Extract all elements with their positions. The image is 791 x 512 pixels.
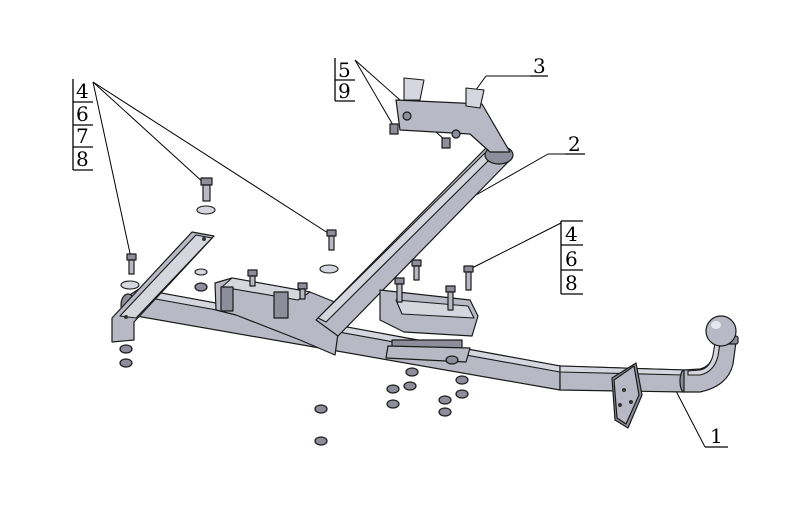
nut (314, 404, 328, 414)
bolt (297, 282, 308, 300)
washer (194, 268, 208, 276)
bolt (463, 265, 474, 291)
callout-label-1: 1 (710, 424, 723, 448)
washer (319, 264, 339, 274)
callout-label-4: 4 (76, 79, 89, 103)
nut (386, 399, 400, 409)
callout-label-5: 5 (338, 58, 351, 82)
callout-label-4-right: 4 (565, 222, 578, 246)
bolts (126, 177, 474, 311)
bolt (326, 229, 337, 251)
callout-label-9: 9 (338, 79, 351, 103)
nut (194, 282, 208, 292)
callout-right-stack: 4 6 8 (560, 220, 583, 295)
callout-top-stack: 5 9 (334, 58, 355, 103)
bolt (247, 269, 258, 287)
bolt (126, 253, 137, 275)
callout-left-stack: 4 6 7 8 (72, 79, 93, 171)
bolt (394, 277, 405, 303)
left-side-bracket (111, 231, 215, 343)
bolt (200, 177, 213, 202)
washer (120, 280, 140, 290)
nut (438, 395, 452, 405)
tow-hook (683, 315, 739, 393)
nut (438, 407, 452, 417)
nut (119, 344, 133, 354)
nut (445, 355, 459, 365)
callout-label-2: 2 (568, 132, 581, 156)
callout-label-8-right: 8 (565, 271, 578, 295)
callout-part-2: 2 (565, 132, 585, 156)
callout-label-6: 6 (76, 102, 89, 126)
nuts (119, 282, 469, 446)
callout-label-6-right: 6 (565, 247, 578, 271)
nut (455, 375, 469, 385)
center-left-bracket (214, 277, 343, 356)
nut (405, 367, 419, 377)
socket-plate (611, 362, 643, 429)
callout-label-7: 7 (76, 124, 89, 148)
nut (403, 381, 417, 391)
center-right-bracket (379, 289, 479, 363)
nut (386, 384, 400, 394)
tow-ball (705, 315, 737, 347)
callout-part-1: 1 (705, 424, 728, 448)
diagonal-arm (315, 145, 514, 337)
washer (196, 205, 216, 215)
bolt (445, 285, 456, 311)
washers (120, 205, 339, 290)
callout-label-3: 3 (533, 54, 546, 78)
nut (119, 358, 133, 368)
top-mounting-bracket (389, 77, 511, 153)
nut (314, 436, 328, 446)
callout-part-3: 3 (530, 54, 548, 78)
callout-label-8: 8 (76, 147, 89, 171)
nut (455, 389, 469, 399)
bolt (411, 259, 422, 281)
